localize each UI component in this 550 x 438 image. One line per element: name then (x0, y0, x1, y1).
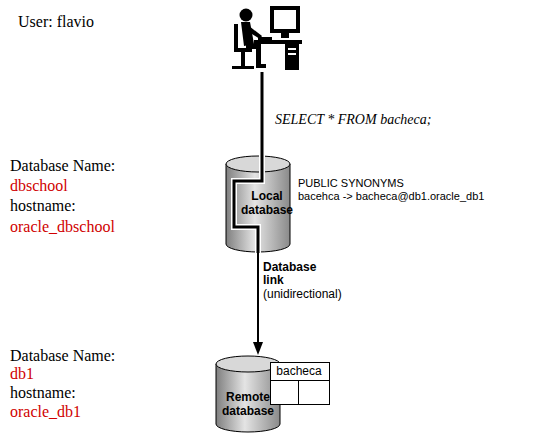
computer-tower (285, 44, 299, 70)
node-label: Remote database (218, 390, 278, 418)
node-label: Local database (238, 189, 296, 217)
text-label: bacehca -> bacheca@db1.oracle_db1 (298, 190, 484, 203)
text-label: oracle_dbschool (10, 217, 115, 236)
table-box: bacheca (270, 362, 330, 405)
text-label: db1 (10, 364, 34, 383)
chair-post (241, 52, 245, 66)
chair-base (232, 66, 254, 69)
person-head (240, 9, 253, 22)
edge-label: Database link (263, 261, 323, 287)
chair-back (234, 24, 238, 50)
connector (253, 253, 263, 355)
node-label: bacheca (270, 364, 328, 378)
text-label: hostname: (10, 383, 76, 402)
node-label: User: flavio (18, 12, 94, 31)
desk-top (254, 40, 302, 44)
connector-line (257, 253, 259, 344)
text-label: dbschool (10, 176, 68, 195)
arrow-head (253, 342, 263, 355)
tower-slot (288, 53, 296, 55)
text-label: Database Name: (10, 156, 115, 175)
text-label: hostname: (10, 196, 76, 215)
user-node: User: flavio (230, 4, 302, 72)
chair-seat (234, 48, 252, 52)
text-label: oracle_db1 (10, 402, 81, 421)
user-icon (232, 6, 302, 70)
connector (262, 72, 263, 155)
connector-line (261, 72, 264, 155)
monitor-screen (274, 10, 296, 29)
edge-label: SELECT * FROM bacheca; (275, 111, 431, 128)
monitor (270, 6, 300, 33)
cylinder-top (226, 156, 290, 172)
table-border (271, 363, 330, 405)
text-label: PUBLIC SYNONYMS (298, 177, 404, 190)
table-column-line (298, 381, 299, 406)
text-label: (unidirectional) (263, 287, 342, 301)
person-foot (256, 64, 266, 68)
tower-slot (288, 48, 296, 50)
text-label: Database Name: (10, 346, 115, 365)
database-cylinder: Local database (225, 155, 291, 253)
table-header-line (270, 380, 330, 381)
person-arm (247, 26, 262, 39)
person-shin (256, 44, 261, 66)
monitor-stand (281, 33, 289, 38)
